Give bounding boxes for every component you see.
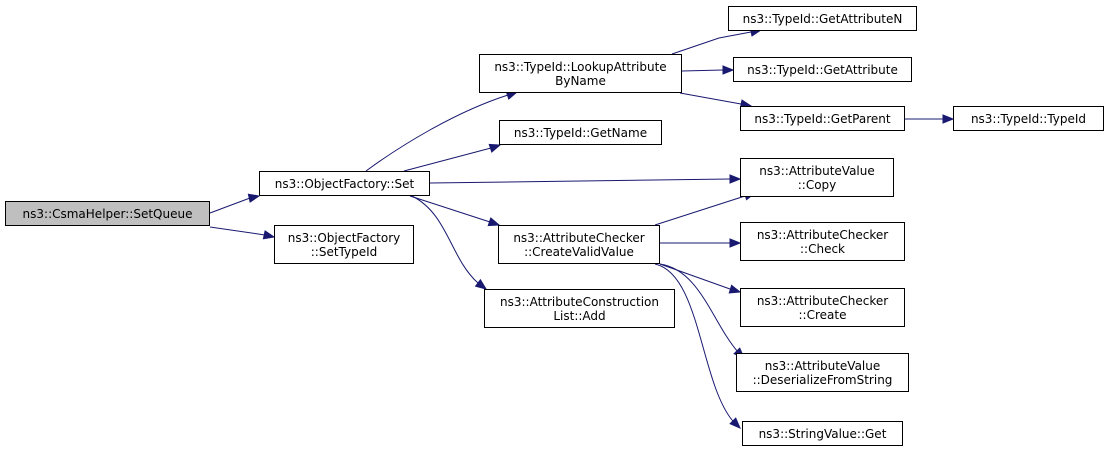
node-label-line-1: ns3::AttributeChecker: [756, 293, 889, 308]
node-attributechecker-check[interactable]: ns3::AttributeChecker ::Check: [740, 222, 905, 261]
edge-createvalid-to-stringvalueget-tail: [731, 419, 734, 422]
node-attributechecker-createvalidvalue[interactable]: ns3::AttributeChecker ::CreateValidValue: [498, 225, 660, 264]
node-typeid-getattribute[interactable]: ns3::TypeId::GetAttribute: [733, 57, 912, 82]
edge-createvalid-to-stringvalueget: [654, 263, 733, 421]
node-label-line-1: ns3::AttributeConstruction: [500, 294, 659, 309]
edge-getparent-to-typeid-arrowhead: [942, 114, 955, 124]
node-label-line-1: ns3::AttributeValue: [764, 358, 881, 373]
node-stringvalue-get[interactable]: ns3::StringValue::Get: [742, 421, 903, 446]
node-label-line-2: ::CreateValidValue: [524, 244, 634, 259]
node-attributeconstructionlist-add[interactable]: ns3::AttributeConstruction List::Add: [484, 289, 675, 328]
edge-createvalid-to-create-arrowhead: [728, 284, 742, 294]
node-csmahelper-setqueue[interactable]: ns3::CsmaHelper::SetQueue: [5, 201, 210, 226]
edge-set-to-lookupattr: [365, 94, 509, 172]
node-label-line-2: ::Create: [798, 307, 847, 322]
edge-lookupattr-to-getparent: [679, 92, 742, 105]
node-label: ns3::TypeId::TypeId: [970, 111, 1087, 126]
node-label-line-1: ns3::AttributeChecker: [756, 227, 889, 242]
edge-createvalid-to-copy: [654, 195, 746, 226]
edge-set-to-getname: [403, 147, 492, 172]
edge-createvalid-to-deserialize: [659, 263, 739, 353]
edge-set-to-copy-arrowhead: [729, 174, 742, 184]
node-typeid-getattributen[interactable]: ns3::TypeId::GetAttributeN: [728, 6, 917, 31]
node-label-line-1: ns3::AttributeValue: [759, 163, 875, 178]
node-typeid-getparent[interactable]: ns3::TypeId::GetParent: [740, 106, 905, 131]
node-label-line-1: ns3::TypeId::LookupAttribute: [494, 59, 667, 74]
node-label-line-2: ::Copy: [797, 177, 837, 192]
edge-createvalid-to-deserialize-tail: [736, 350, 739, 353]
node-typeid-lookupattributebyname[interactable]: ns3::TypeId::LookupAttribute ByName: [479, 54, 682, 93]
node-label-line-2: List::Add: [553, 308, 606, 323]
node-label-line-1: ns3::AttributeChecker: [513, 230, 645, 245]
node-label-line-2: ::SetTypeId: [310, 244, 378, 259]
edge-setqueue-to-set: [209, 197, 251, 214]
node-attributevalue-deserializefromstring[interactable]: ns3::AttributeValue ::DeserializeFromStr…: [736, 353, 909, 392]
node-label: ns3::CsmaHelper::SetQueue: [22, 206, 193, 221]
edge-set-to-constructionadd-arrowhead: [474, 278, 488, 290]
node-label-line-1: ns3::ObjectFactory: [287, 230, 401, 245]
edge-set-to-createvalid: [409, 195, 491, 223]
node-label: ns3::TypeId::GetName: [513, 125, 648, 140]
node-label-line-2: ::Check: [800, 241, 845, 256]
edge-set-to-copy: [429, 178, 731, 184]
node-typeid-getname[interactable]: ns3::TypeId::GetName: [499, 120, 662, 145]
edge-lookupattr-to-getattribute-arrowhead: [722, 65, 735, 75]
node-objectfactory-settypeid[interactable]: ns3::ObjectFactory ::SetTypeId: [274, 225, 414, 264]
node-label: ns3::ObjectFactory::Set: [274, 176, 415, 191]
node-label: ns3::TypeId::GetAttributeN: [742, 11, 903, 26]
edge-createvalid-to-create: [659, 263, 731, 290]
node-label-line-2: ByName: [555, 73, 606, 88]
node-label: ns3::TypeId::GetParent: [754, 111, 891, 126]
node-attributevalue-copy[interactable]: ns3::AttributeValue ::Copy: [740, 158, 894, 197]
node-label: ns3::StringValue::Get: [758, 426, 887, 441]
edge-lookupattr-to-getattrn: [671, 31, 752, 55]
node-typeid-typeid[interactable]: ns3::TypeId::TypeId: [953, 106, 1104, 131]
node-attributechecker-create[interactable]: ns3::AttributeChecker ::Create: [740, 288, 905, 327]
node-objectfactory-set[interactable]: ns3::ObjectFactory::Set: [259, 171, 430, 196]
edge-set-to-constructionadd: [411, 195, 479, 284]
edge-setqueue-to-settypeid: [209, 226, 266, 236]
node-label: ns3::TypeId::GetAttribute: [747, 62, 898, 77]
edge-lookupattr-to-getattribute: [681, 69, 724, 72]
node-label-line-2: ::DeserializeFromString: [752, 372, 893, 387]
edge-createvalid-to-check-arrowhead: [729, 238, 742, 248]
